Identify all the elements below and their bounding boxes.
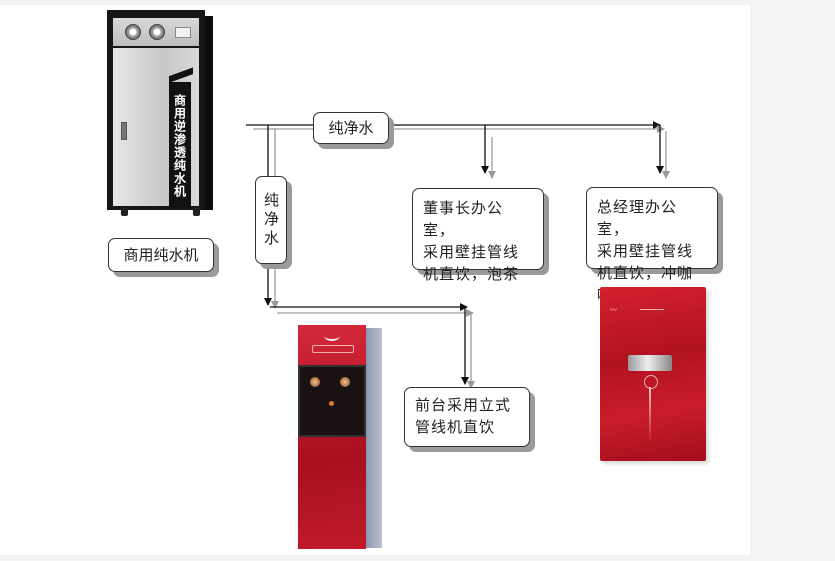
indicator-light-icon xyxy=(329,401,334,406)
vertical-flow-label: 纯净水 xyxy=(255,176,287,264)
ro-water-machine-image: 商用逆渗透纯水机 xyxy=(107,10,213,220)
machine-label: 商用逆渗透纯水机 xyxy=(169,82,191,208)
callout-line: 总经理办公室， xyxy=(597,198,678,238)
chairman-office-callout: 董事长办公室， 采用壁挂管线 机直饮，泡茶 xyxy=(412,188,544,283)
callout-line: 采用壁挂管线 xyxy=(597,242,694,260)
brand-logo-icon xyxy=(324,331,340,341)
floor-dispenser-image xyxy=(298,325,386,551)
flow-label: 纯净水 xyxy=(313,112,389,144)
source-caption-text: 商用纯水机 xyxy=(123,246,199,264)
tap-icon xyxy=(340,377,350,387)
flow-label-text: 纯净水 xyxy=(328,119,374,137)
front-desk-callout: 前台采用立式 管线机直饮 xyxy=(404,387,530,447)
wall-dispenser-image: 〰 xyxy=(600,287,710,465)
callout-line: 机直饮，泡茶 xyxy=(423,265,520,283)
brand-logo-icon: 〰 xyxy=(610,306,617,314)
callout-line: 董事长办公室， xyxy=(423,199,504,239)
dispense-nozzle-icon xyxy=(628,355,672,371)
tap-icon xyxy=(310,377,320,387)
door-handle-icon xyxy=(121,122,127,140)
gm-office-callout: 总经理办公室， 采用壁挂管线 机直饮，冲咖啡 xyxy=(586,187,718,304)
power-switch-icon xyxy=(175,27,191,38)
control-buttons-icon xyxy=(312,345,354,353)
dispense-badge-icon xyxy=(644,375,658,389)
callout-line: 前台采用立式 xyxy=(415,396,512,414)
callout-line: 采用壁挂管线 xyxy=(423,243,520,261)
vertical-flow-label-text: 纯净水 xyxy=(262,191,280,249)
pressure-gauge-icon xyxy=(125,24,141,40)
pressure-gauge-icon xyxy=(149,24,165,40)
source-caption: 商用纯水机 xyxy=(108,238,214,272)
water-stream-icon xyxy=(649,387,651,442)
callout-line: 管线机直饮 xyxy=(415,418,496,436)
control-buttons-icon xyxy=(640,309,664,328)
